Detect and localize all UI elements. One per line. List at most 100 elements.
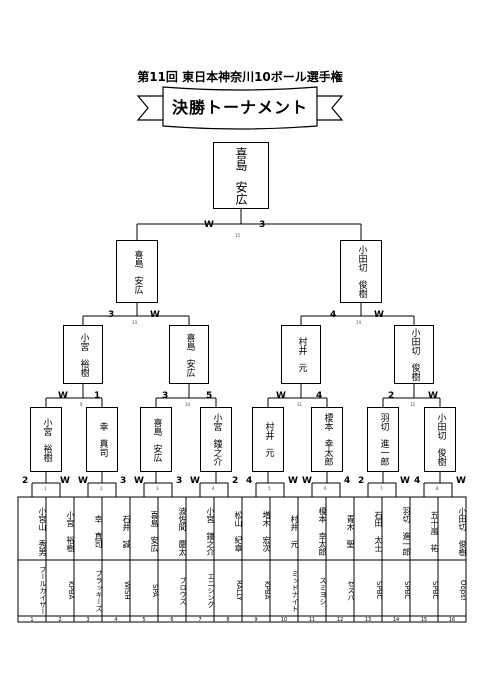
player-number: 3 bbox=[86, 617, 90, 623]
quarterfinalist-box: 幸真司 bbox=[86, 407, 118, 472]
player-name: 羽切 進一郎 bbox=[402, 506, 411, 556]
player-name: 五十嵐 祐 bbox=[430, 510, 439, 552]
r1-score: W bbox=[60, 476, 70, 486]
quarter-score: 2 bbox=[388, 391, 395, 401]
quarterfinalist-box: 小宮鐘之介 bbox=[200, 407, 232, 472]
quarterfinalist-box: 村井元 bbox=[252, 407, 284, 472]
player-team: SPA bbox=[151, 583, 159, 597]
champion-line2: 安広 bbox=[234, 180, 248, 205]
player-team: セスパ bbox=[347, 580, 355, 601]
quarterfinalist-line2: 裕樹 bbox=[41, 443, 52, 462]
r1-score: W bbox=[456, 476, 466, 486]
banner-title: 決勝トーナメント bbox=[171, 98, 308, 117]
r1-match-no: 4 bbox=[212, 486, 215, 491]
quarterfinalist-line2: 進一郎 bbox=[378, 439, 389, 466]
quarter-score: W bbox=[428, 391, 438, 401]
r1-score: 4 bbox=[246, 476, 253, 486]
player-number: 6 bbox=[170, 617, 174, 623]
player-name: 榎本 幸太郎 bbox=[318, 506, 327, 556]
r1-score: 4 bbox=[414, 476, 421, 486]
semifinalist-box: 小宮裕樹 bbox=[63, 325, 103, 384]
banner-ribbon bbox=[136, 86, 344, 130]
quarterfinalist-box: 小田切俊樹 bbox=[424, 407, 456, 472]
player-name: 小宮山 秀男 bbox=[38, 506, 47, 556]
quarterfinalist-box: 小宮裕樹 bbox=[30, 407, 62, 472]
quarter-match-no: 11 bbox=[297, 402, 303, 407]
semifinalist-line2: 俊樹 bbox=[409, 363, 420, 381]
player-team: ブラッキーズ bbox=[95, 569, 103, 612]
r1-score: 3 bbox=[176, 476, 183, 486]
quarterfinalist-line1: 喜島 bbox=[151, 417, 162, 436]
finalist-right-line1: 小田切 bbox=[356, 245, 367, 272]
quarter-match-no: 12 bbox=[410, 402, 416, 407]
r1-match-no: 2 bbox=[100, 486, 103, 491]
player-team: ミッドナイト bbox=[291, 569, 299, 612]
page-title: 第11回 東日本神奈川10ボール選手権 bbox=[137, 70, 343, 84]
player-team: ブロウズ bbox=[179, 576, 187, 605]
quarterfinalist-line2: 鐘之介 bbox=[211, 439, 222, 466]
quarterfinalist-box: 喜島安広 bbox=[140, 407, 172, 472]
player-name: 幸 真司 bbox=[94, 514, 103, 548]
semifinalist-line1: 小宮 bbox=[78, 332, 89, 351]
player-number: 7 bbox=[198, 617, 202, 623]
player-team: スミヨシ bbox=[319, 576, 327, 605]
player-name: 小宮 鐘之介 bbox=[206, 506, 215, 556]
player-number: 16 bbox=[448, 617, 456, 623]
r1-score: 2 bbox=[358, 476, 365, 486]
quarterfinalist-line1: 幸 bbox=[97, 422, 108, 431]
player-name: 村井 元 bbox=[290, 514, 299, 548]
semifinalist-line1: 喜島 bbox=[184, 332, 195, 351]
finalist-left: 喜島 安広 bbox=[116, 240, 158, 303]
r1-match-no: 1 bbox=[44, 486, 47, 491]
final-score-right: 3 bbox=[259, 220, 266, 230]
semi-score: W bbox=[374, 310, 384, 320]
player-name: 増木 宏次 bbox=[262, 510, 271, 552]
player-number: 9 bbox=[254, 617, 258, 623]
player-number: 15 bbox=[420, 617, 428, 623]
r1-match-no: 6 bbox=[324, 486, 327, 491]
semi-match-no: 14 bbox=[356, 320, 362, 325]
quarterfinalist-line1: 村井 bbox=[263, 422, 274, 440]
quarter-match-no: 9 bbox=[80, 402, 83, 407]
quarterfinalist-line2: 真司 bbox=[97, 439, 108, 457]
r1-score: W bbox=[302, 476, 312, 486]
player-team: SPBC bbox=[431, 581, 439, 600]
player-name: 石井 誠 bbox=[122, 514, 131, 548]
r1-score: 2 bbox=[232, 476, 239, 486]
quarterfinalist-line2: 安広 bbox=[151, 443, 162, 462]
semifinalist-box: 喜島安広 bbox=[169, 325, 209, 384]
quarterfinalist-line1: 小宮 bbox=[211, 413, 222, 431]
quarter-match-no: 10 bbox=[185, 402, 191, 407]
player-team: プールカイザー bbox=[39, 566, 47, 615]
player-number: 5 bbox=[142, 617, 146, 623]
r1-match-no: 8 bbox=[436, 486, 439, 491]
quarter-score: W bbox=[58, 391, 68, 401]
semifinalist-line1: 村井 bbox=[296, 337, 307, 355]
semifinalist-line2: 裕樹 bbox=[78, 358, 89, 377]
quarterfinalist-line1: 小田切 bbox=[435, 413, 446, 440]
r1-score: 4 bbox=[344, 476, 351, 486]
r1-match-no: 3 bbox=[156, 486, 159, 491]
player-name: 青木 聖 bbox=[346, 514, 355, 548]
quarter-score: 5 bbox=[206, 391, 213, 401]
player-number: 4 bbox=[114, 617, 118, 623]
player-name: 小宮 裕樹 bbox=[66, 510, 75, 552]
player-number: 1 bbox=[30, 617, 34, 623]
finalist-left-line1: 喜島 bbox=[132, 249, 143, 268]
r1-score: 3 bbox=[120, 476, 127, 486]
r1-score: W bbox=[134, 476, 144, 486]
player-team: Oops! bbox=[459, 580, 467, 601]
finalist-right-line2: 俊樹 bbox=[356, 280, 367, 298]
semi-score: 4 bbox=[330, 310, 337, 320]
semifinalist-line2: 安広 bbox=[184, 358, 195, 377]
player-name: 小田切 俊樹 bbox=[458, 506, 467, 556]
quarterfinalist-line2: 元 bbox=[263, 448, 274, 457]
r1-match-no: 7 bbox=[380, 486, 383, 491]
quarterfinalist-line1: 榎本 bbox=[322, 413, 333, 431]
player-number: 14 bbox=[392, 617, 400, 623]
quarter-score: 1 bbox=[94, 391, 101, 401]
quarter-score: 4 bbox=[316, 391, 323, 401]
player-team: エニシング bbox=[207, 573, 215, 608]
quarterfinalist-line2: 俊樹 bbox=[435, 448, 446, 466]
quarterfinalist-box: 榎本幸太郎 bbox=[311, 407, 343, 472]
